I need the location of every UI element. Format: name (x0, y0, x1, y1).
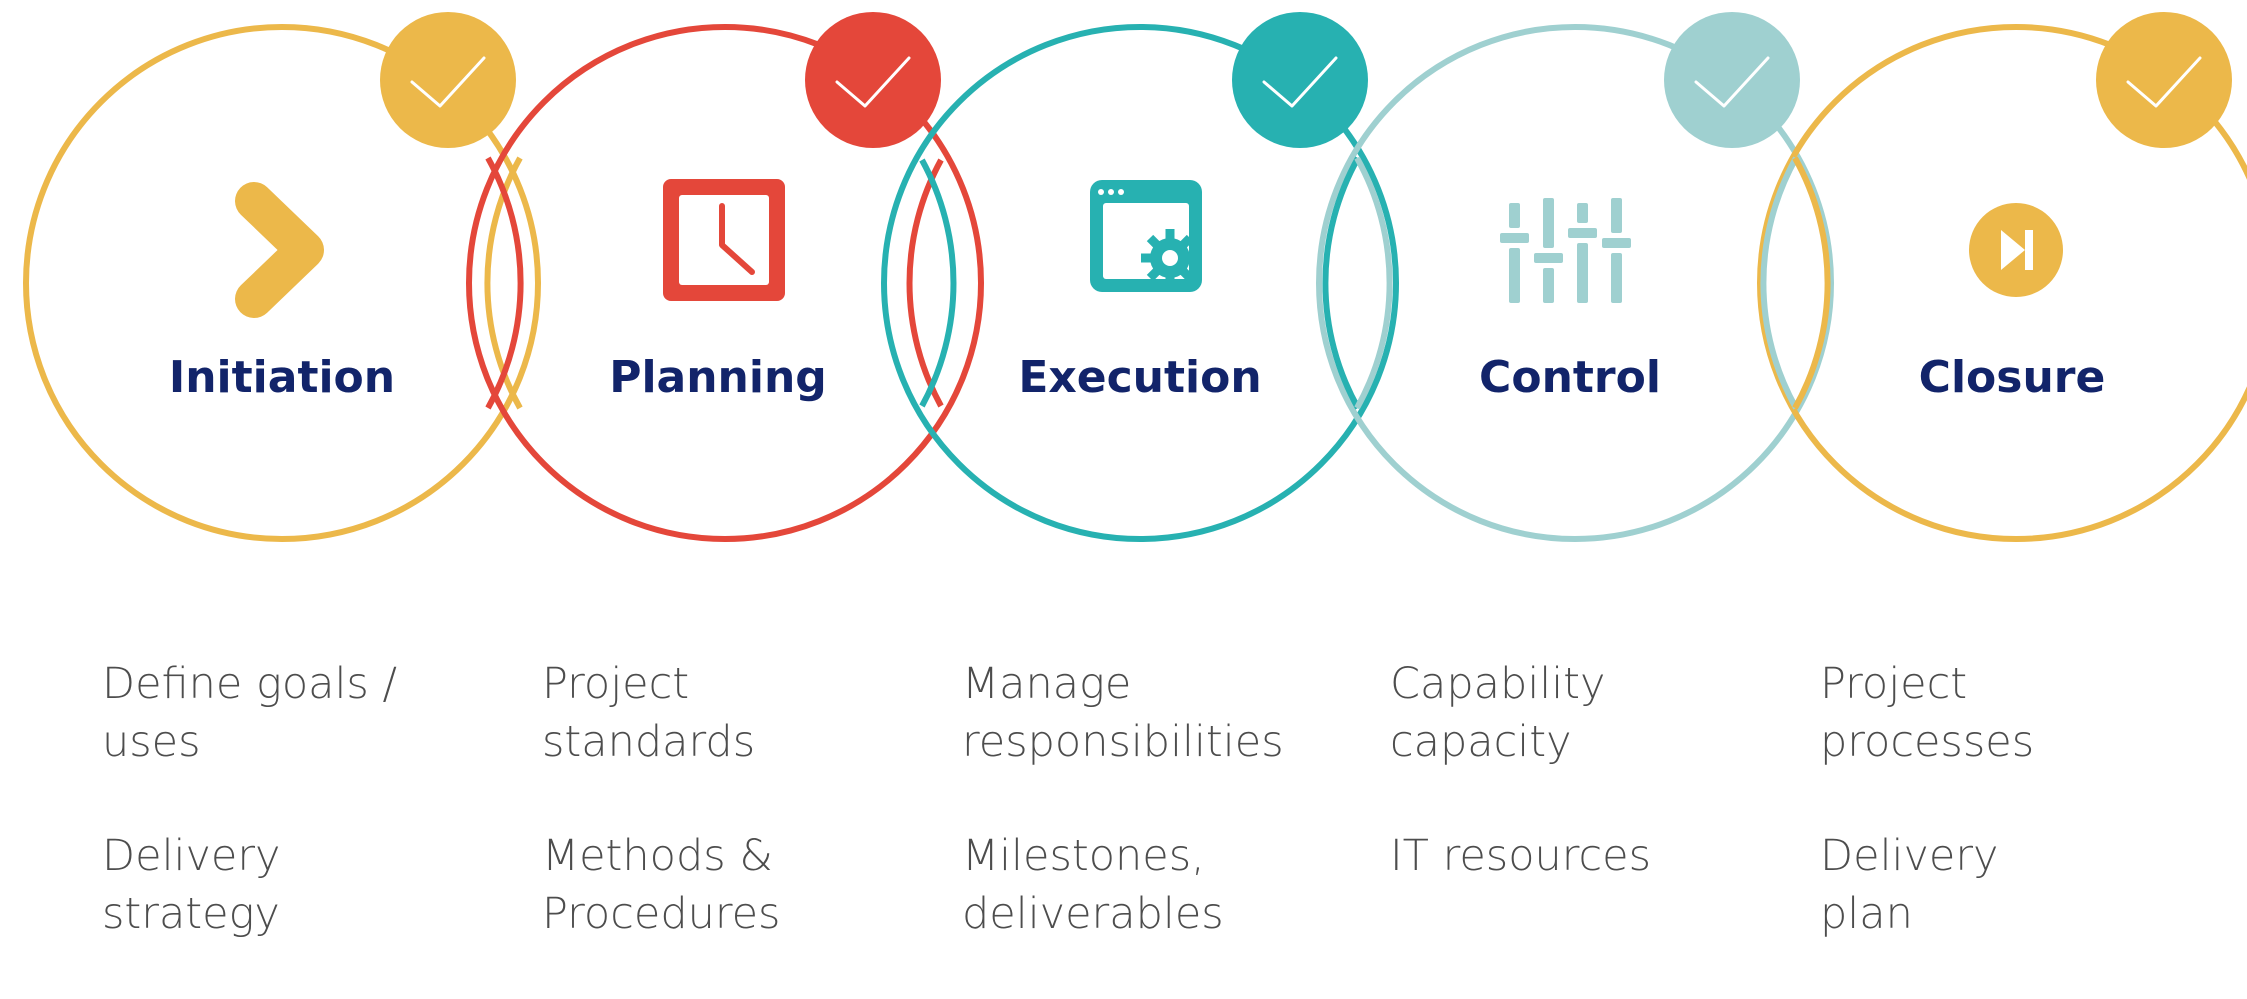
checkmark-icon (835, 56, 911, 108)
browser-gear-icon (1090, 180, 1202, 292)
notes-execution: Manage responsibilities Milestones, deli… (962, 655, 1292, 999)
stage-control: Control (1316, 24, 1834, 542)
stage-title: Closure (1919, 352, 2106, 403)
check-badge-control (1664, 12, 1800, 148)
stage-ring (881, 24, 1399, 542)
process-cycle-diagram: Initiation Planning (23, 12, 2247, 542)
stage-execution: Execution (881, 24, 1399, 542)
stage-ring (23, 24, 541, 542)
note-text: Project standards (542, 659, 756, 767)
notes-initiation: Define goals / uses Delivery strategy (102, 655, 432, 999)
stage-ring (1316, 24, 1834, 542)
check-badge-planning (805, 12, 941, 148)
stage-title: Control (1479, 352, 1661, 403)
checkmark-icon (1262, 56, 1338, 108)
checkmark-icon (1694, 56, 1770, 108)
note-text: Define goals / uses (102, 659, 397, 767)
chevron-right-icon (235, 182, 324, 318)
stage-closure: Closure (1757, 24, 2247, 542)
stage-ring (1757, 24, 2247, 542)
note-text: Capability capacity (1390, 659, 1606, 767)
interlock-arcs (484, 156, 1831, 410)
check-badge-initiation (380, 12, 516, 148)
check-badge-closure (2096, 12, 2232, 148)
check-badge-execution (1232, 12, 1368, 148)
sliders-icon (1500, 198, 1631, 303)
note-text: Delivery plan (1820, 831, 1999, 939)
notes-closure: Project processes Delivery plan (1820, 655, 2150, 999)
note-text: Manage responsibilities (962, 659, 1284, 767)
notes-planning: Project standards Methods & Procedures (542, 655, 872, 999)
note-text: IT resources (1390, 831, 1652, 881)
notes-control: Capability capacity IT resources (1390, 655, 1720, 941)
note-text: Milestones, deliverables (962, 831, 1224, 939)
checkmark-icon (2126, 56, 2202, 108)
skip-forward-icon (1969, 203, 2063, 297)
checkmark-icon (410, 56, 486, 108)
stage-planning: Planning (466, 24, 984, 542)
stage-ring (466, 24, 984, 542)
stage-title: Initiation (169, 352, 395, 403)
note-text: Delivery strategy (102, 831, 281, 939)
stage-initiation: Initiation (23, 24, 541, 542)
clock-icon (663, 179, 785, 301)
note-text: Project processes (1820, 659, 2035, 767)
stage-title: Planning (609, 352, 827, 403)
stage-title: Execution (1018, 352, 1261, 403)
note-text: Methods & Procedures (542, 831, 781, 939)
